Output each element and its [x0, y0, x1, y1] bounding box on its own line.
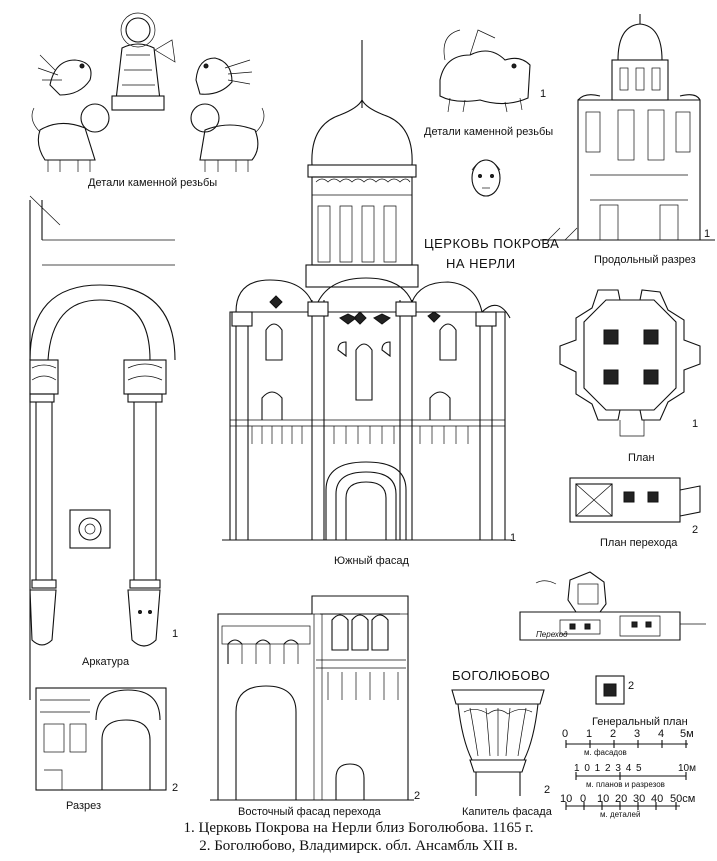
- church-plan-drawing: [559, 289, 701, 437]
- label-longitudinal-section: Продольный разрез: [594, 254, 696, 266]
- label-plan: План: [628, 452, 655, 464]
- number-arcature: 1: [172, 628, 179, 640]
- label-south-facade: Южный фасад: [334, 555, 409, 567]
- number-capital: 2: [544, 784, 551, 796]
- arcature-drawing: [29, 195, 176, 700]
- number-east: 2: [414, 790, 421, 802]
- east-facade-passage-drawing: [210, 595, 414, 801]
- church-title-line1: ЦЕРКОВЬ ПОКРОВА: [424, 236, 560, 251]
- site-plan-drawing: [519, 571, 706, 641]
- caption-line2: 2. Боголюбово, Владимирск. обл. Ансамбль…: [199, 838, 518, 854]
- label-passage-plan: План перехода: [600, 537, 678, 549]
- number-general: 2: [628, 680, 635, 692]
- south-facade-drawing: [222, 40, 512, 541]
- label-arcature: Аркатура: [82, 656, 130, 668]
- general-plan-icon: [595, 675, 625, 705]
- scale-plans-caption: м. планов и разрезов: [586, 780, 665, 789]
- label-east-facade-passage: Восточный фасад перехода: [238, 806, 381, 818]
- label-capital-facade: Капитель фасада: [462, 806, 552, 818]
- scale-plans-end: 10м: [678, 763, 696, 774]
- number-plan: 1: [692, 418, 699, 430]
- label-passage-note: Переход: [536, 630, 568, 639]
- number-facade: 1: [510, 532, 517, 544]
- capital-drawing: [451, 689, 545, 796]
- label-carving-right: Детали каменной резьбы: [424, 126, 554, 138]
- carving-details-right-drawing: [439, 29, 531, 197]
- section-drawing: [35, 687, 167, 791]
- label-carving-left: Детали каменной резьбы: [88, 177, 218, 189]
- number-carving: 1: [540, 88, 547, 100]
- number-passage-plan: 2: [692, 524, 699, 536]
- caption-line1: 1. Церковь Покрова на Нерли близ Боголюб…: [183, 820, 534, 836]
- carving-details-left-drawing: [31, 12, 265, 172]
- scale-facade-caption: м. фасадов: [584, 748, 627, 757]
- scale-plans-ticks: 1 0 1 2 3 4 5: [574, 763, 643, 774]
- label-section: Разрез: [66, 800, 102, 812]
- label-general-plan: Генеральный план: [592, 716, 688, 728]
- longitudinal-section-drawing: [540, 14, 715, 241]
- number-section-2: 2: [172, 782, 179, 794]
- church-title-line2: НА НЕРЛИ: [446, 256, 516, 271]
- number-section: 1: [704, 228, 711, 240]
- scale-details-caption: м. деталей: [600, 810, 641, 819]
- passage-plan-drawing: [569, 477, 701, 523]
- bogolyubovo-title: БОГОЛЮБОВО: [452, 668, 551, 683]
- scale-bars: [565, 740, 688, 810]
